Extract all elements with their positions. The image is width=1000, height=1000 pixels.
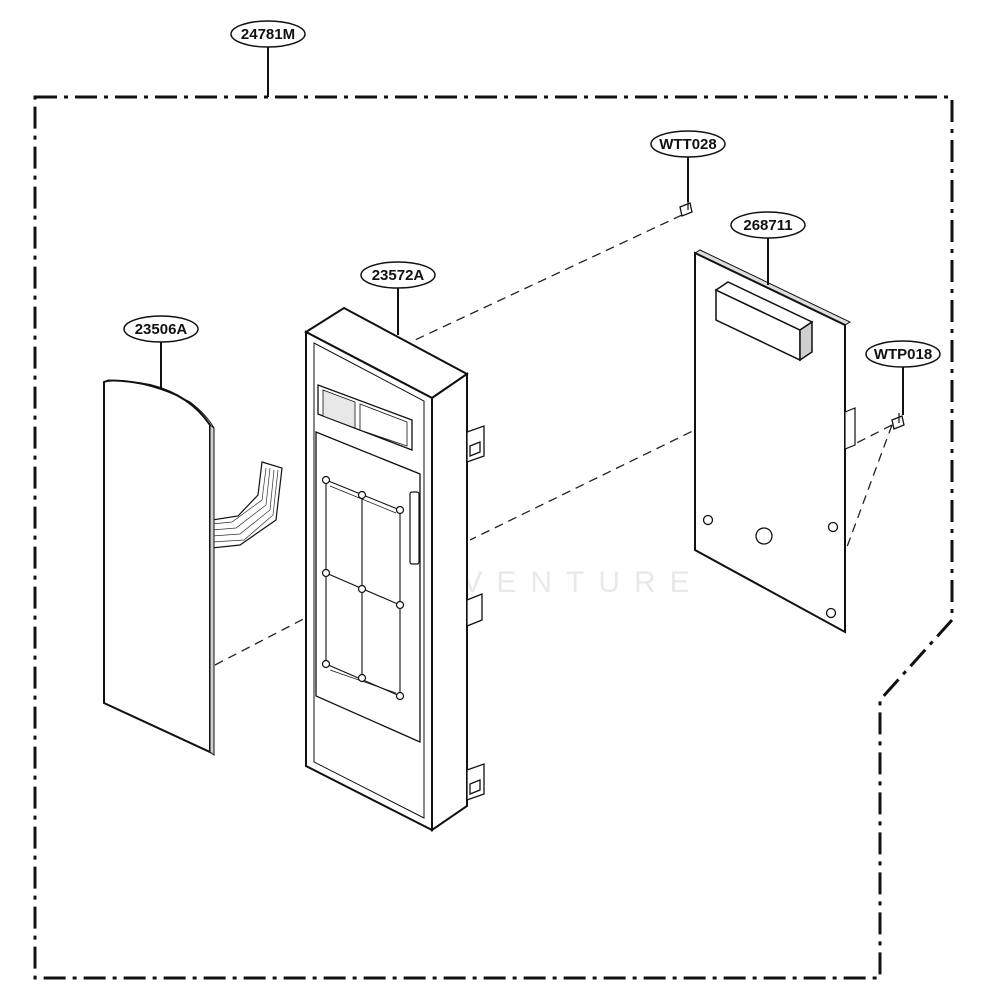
keypad-nodes <box>321 475 405 701</box>
screw-wtp018[interactable] <box>891 413 905 430</box>
assembly-boundary <box>33 95 954 980</box>
label-23572a: 23572A <box>372 267 425 284</box>
screw-wtt028[interactable] <box>679 200 693 217</box>
display-module <box>714 281 814 362</box>
mounting-tabs <box>466 425 485 801</box>
callout-wtp018[interactable]: WTP018 <box>865 340 941 415</box>
overlay-edge <box>209 424 215 756</box>
label-23506a: 23506A <box>135 321 188 338</box>
keypad-recess <box>315 431 421 743</box>
callout-wtt028[interactable]: WTT028 <box>650 130 726 202</box>
part-23572a-panel-frame[interactable] <box>303 306 485 832</box>
overlay-face <box>103 379 211 754</box>
callout-24781m[interactable]: 24781M <box>230 20 306 97</box>
part-268711-pcb[interactable] <box>693 249 856 634</box>
label-wtt028: WTT028 <box>659 136 717 153</box>
callout-268711[interactable]: 268711 <box>730 211 806 285</box>
part-23506a-panel-overlay[interactable] <box>103 379 283 756</box>
callout-23506a[interactable]: 23506A <box>123 315 199 388</box>
label-wtp018: WTP018 <box>874 346 932 363</box>
door-release-bar <box>409 491 420 565</box>
label-268711: 268711 <box>743 217 792 234</box>
callout-23572a[interactable]: 23572A <box>360 261 436 335</box>
assembly-label: 24781M <box>241 26 295 43</box>
